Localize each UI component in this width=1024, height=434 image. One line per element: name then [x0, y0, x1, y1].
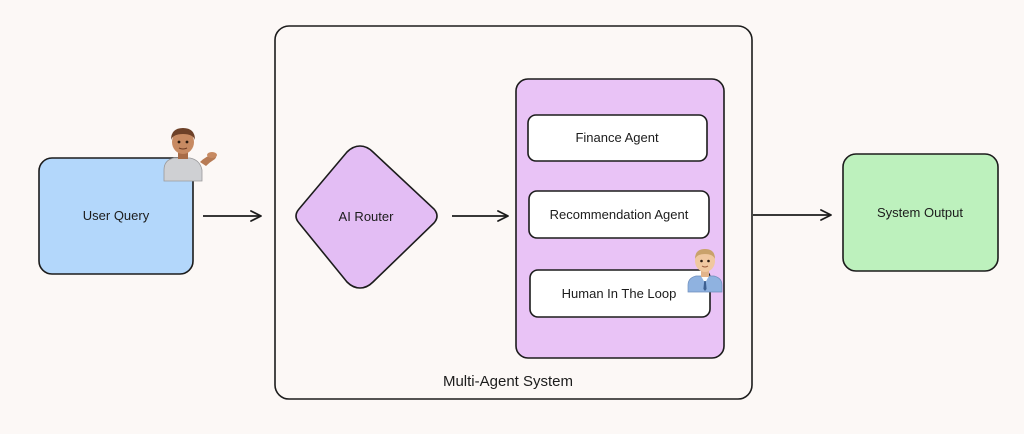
multi-agent-system-group: Multi-Agent System — [274, 25, 753, 400]
person-man-icon — [687, 249, 723, 293]
finance-agent-node[interactable]: Finance Agent — [527, 114, 708, 162]
user-query-node[interactable]: User Query — [38, 157, 194, 275]
ai-router-label: AI Router — [339, 209, 395, 224]
ai-router-node[interactable]: AI Router — [295, 145, 438, 289]
recommendation-agent-label: Recommendation Agent — [550, 207, 689, 222]
person-tipping-hand-icon — [163, 128, 217, 182]
user-query-label: User Query — [83, 208, 150, 223]
recommendation-agent-node[interactable]: Recommendation Agent — [528, 190, 710, 239]
finance-agent-label: Finance Agent — [575, 130, 659, 145]
system-output-node[interactable]: System Output — [842, 153, 999, 272]
multi-agent-system-label: Multi-Agent System — [443, 373, 573, 390]
human-in-the-loop-label: Human In The Loop — [562, 286, 677, 301]
system-output-label: System Output — [877, 205, 963, 220]
human-in-the-loop-node[interactable]: Human In The Loop — [529, 269, 711, 318]
